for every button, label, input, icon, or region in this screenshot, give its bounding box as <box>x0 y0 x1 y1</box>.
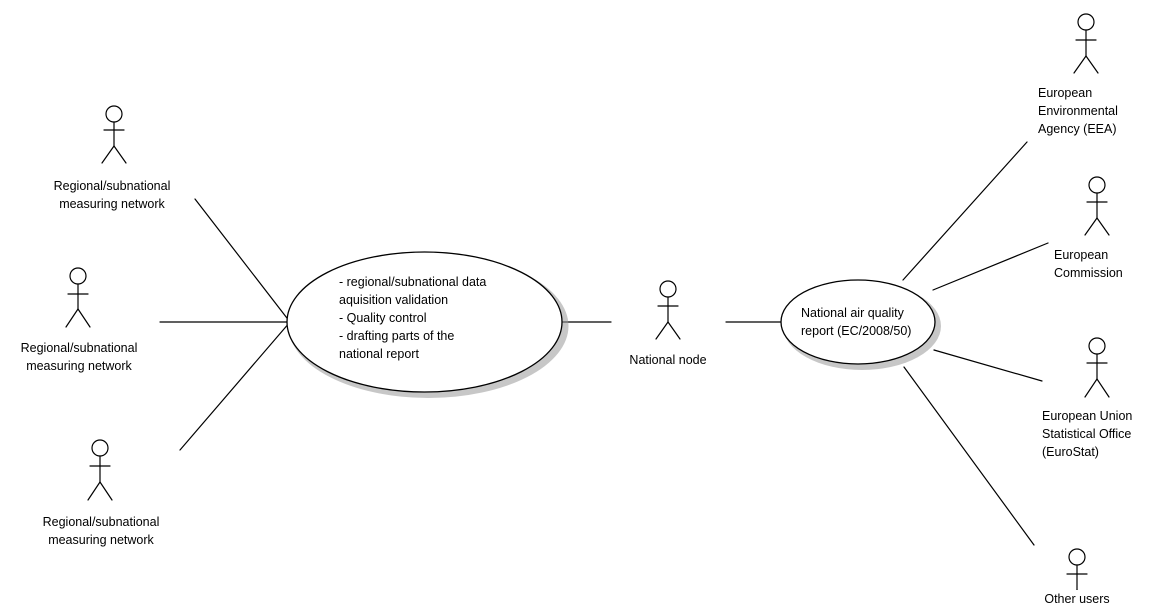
actor-eea-icon <box>1073 13 1099 74</box>
actor-national-node-icon <box>655 280 681 340</box>
actor-regional-bottom-icon <box>87 439 113 501</box>
actor-regional-mid-label: Regional/subnational measuring network <box>0 339 165 375</box>
use-case-national-report-shape <box>780 279 941 370</box>
label-line: National node <box>629 353 707 367</box>
actor-regional-top-icon <box>101 105 127 164</box>
label-line: Environmental <box>1038 104 1118 118</box>
label-line: European <box>1038 86 1093 100</box>
label-line: Regional/subnational <box>53 179 171 193</box>
label-line: measuring network <box>26 359 132 373</box>
label-line: (EuroStat) <box>1042 445 1099 459</box>
label-line: - regional/subnational data <box>339 275 487 289</box>
label-line: Commission <box>1054 266 1123 280</box>
association-regional-top <box>194 198 291 323</box>
actor-commission-label: European Commission <box>1054 246 1149 282</box>
label-line: aquisition validation <box>339 293 449 307</box>
actor-eurostat-icon <box>1084 337 1110 398</box>
label-line: measuring network <box>48 533 154 547</box>
label-line: European Union <box>1042 409 1133 423</box>
actor-eurostat-label: European Union Statistical Office (EuroS… <box>1042 407 1149 461</box>
association-report-to-eea <box>902 141 1028 281</box>
label-line: national report <box>339 347 419 361</box>
label-line: report (EC/2008/50) <box>801 324 912 338</box>
association-regional-bottom <box>179 321 291 451</box>
actor-eea-label: European Environmental Agency (EEA) <box>1038 84 1148 138</box>
label-line: Regional/subnational <box>20 341 138 355</box>
label-line: Agency (EEA) <box>1038 122 1117 136</box>
actor-regional-bottom-label: Regional/subnational measuring network <box>15 513 187 549</box>
actor-national-node-label: National node <box>608 351 728 369</box>
actor-other-users-label: Other users <box>1027 590 1127 608</box>
use-case-regional-processing-shape <box>286 251 569 398</box>
label-line: - drafting parts of the <box>339 329 455 343</box>
actor-regional-top-label: Regional/subnational measuring network <box>26 177 198 213</box>
association-report-to-eurostat <box>933 349 1043 382</box>
actor-commission-icon <box>1084 176 1110 236</box>
label-line: European <box>1054 248 1109 262</box>
actor-regional-mid-icon <box>65 267 91 328</box>
label-line: measuring network <box>59 197 165 211</box>
association-report-to-other-users <box>903 366 1035 546</box>
label-line: Statistical Office <box>1042 427 1132 441</box>
use-case-national-report-label: National air quality report (EC/2008/50) <box>801 304 931 340</box>
use-case-regional-processing-label: - regional/subnational data aquisition v… <box>339 273 509 363</box>
label-line: National air quality <box>801 306 904 320</box>
label-line: Regional/subnational <box>42 515 160 529</box>
label-line: Other users <box>1044 592 1110 606</box>
association-report-to-commission <box>932 242 1049 291</box>
label-line: - Quality control <box>339 311 427 325</box>
